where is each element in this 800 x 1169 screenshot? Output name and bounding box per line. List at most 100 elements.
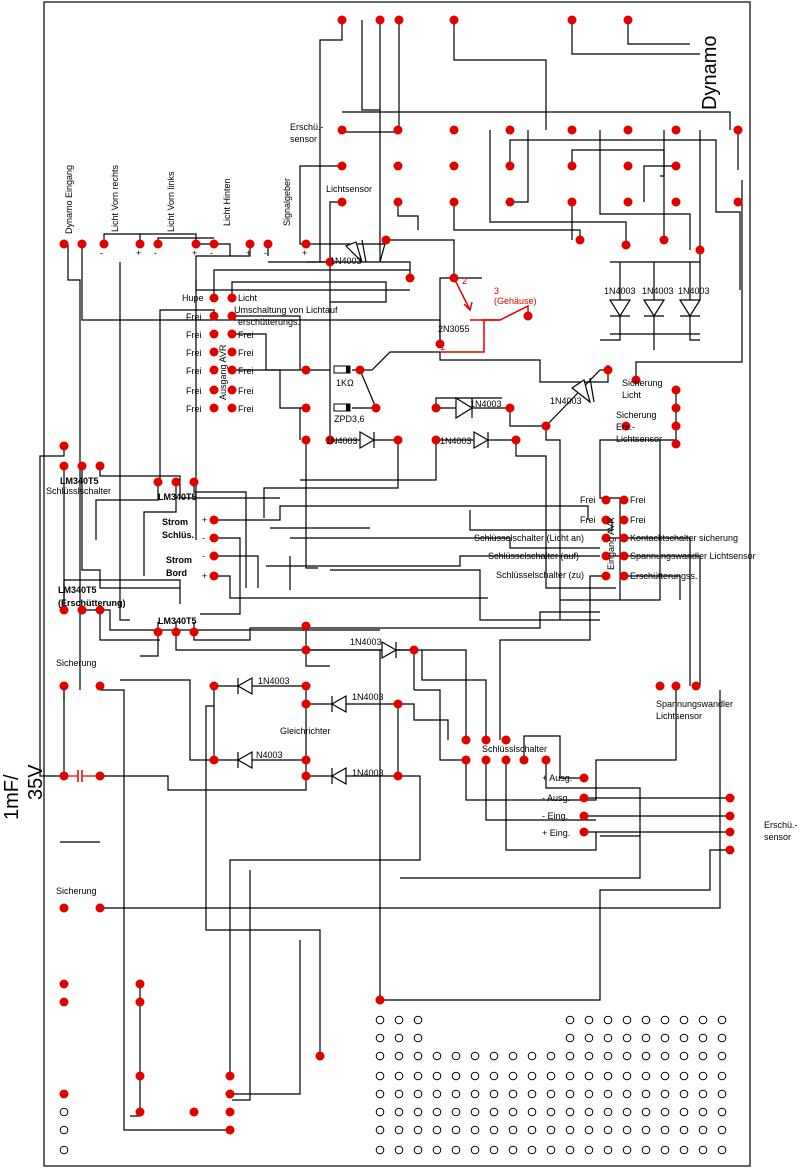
empty-hole [698, 1089, 708, 1099]
label-umschaltung-1: Umschaltung von Lichtauf [234, 305, 338, 315]
empty-hole [622, 1015, 632, 1025]
empty-hole [432, 1089, 442, 1099]
empty-hole [432, 1107, 442, 1117]
empty-hole [546, 1107, 556, 1117]
empty-hole [565, 1145, 575, 1155]
empty-hole [584, 1145, 594, 1155]
label-schl-zu: Schlüsselschalter (zu) [496, 570, 584, 580]
label-licht-vorn-rechts: Licht Vorn rechts [110, 164, 120, 232]
empty-hole [641, 1125, 651, 1135]
sign-minus-1: - [100, 248, 103, 258]
empty-hole [413, 1089, 423, 1099]
solder-pads [59, 15, 743, 1135]
label-sicherung-ers-1: Sicherung [616, 410, 657, 420]
empty-hole [489, 1051, 499, 1061]
label-frei-l1: Frei [186, 312, 202, 322]
empty-hole [451, 1145, 461, 1155]
empty-hole [432, 1125, 442, 1135]
empty-hole [698, 1145, 708, 1155]
empty-hole [394, 1033, 404, 1043]
label-minus-eing: - Eing. [542, 811, 568, 821]
empty-hole [641, 1015, 651, 1025]
empty-hole [660, 1145, 670, 1155]
label-1n4003-r1: 1N4003 [470, 399, 502, 409]
empty-hole [679, 1145, 689, 1155]
diode-bridge-3 [236, 750, 253, 770]
empty-hole [660, 1071, 670, 1081]
empty-hole [565, 1071, 575, 1081]
diode-bridge-2 [306, 694, 398, 714]
label-licht-hinten: Licht Hinten [222, 178, 232, 226]
empty-hole [375, 1125, 385, 1135]
empty-hole [641, 1145, 651, 1155]
empty-hole [527, 1089, 537, 1099]
empty-hole [470, 1107, 480, 1117]
label-frei-rb1: Frei [580, 495, 596, 505]
diode-1n4003-top [344, 239, 367, 263]
empty-hole [622, 1051, 632, 1061]
label-strom-schlues-2: Schlüs. [162, 530, 194, 540]
label-1n4003-c2: 1N4003 [642, 286, 674, 296]
label-frei-l6: Frei [186, 404, 202, 414]
empty-hole [375, 1089, 385, 1099]
empty-hole [584, 1051, 594, 1061]
empty-hole [489, 1107, 499, 1117]
empty-hole [375, 1107, 385, 1117]
empty-hole [413, 1071, 423, 1081]
sign-plus-1: + [136, 248, 141, 258]
label-1n4003-b1: 1N4003 [258, 676, 290, 686]
empty-hole [508, 1107, 518, 1117]
diode-1n4003-col1 [608, 299, 632, 318]
empty-hole [432, 1145, 442, 1155]
empty-hole [394, 1145, 404, 1155]
label-spannungswandler-2: Lichtsensor [656, 711, 702, 721]
empty-hole [679, 1125, 689, 1135]
label-pin3: 3 [494, 286, 499, 296]
label-2n3055: 2N3055 [438, 324, 470, 334]
empty-hole [451, 1125, 461, 1135]
empty-hole [59, 1145, 69, 1155]
label-pin1: 1 [440, 342, 445, 352]
empty-hole [603, 1125, 613, 1135]
sign-minus-4: - [264, 248, 267, 258]
empty-hole [489, 1145, 499, 1155]
empty-hole [470, 1051, 480, 1061]
label-lm340-3b: (Erschütterung) [58, 598, 126, 608]
label-eingang-avr: Eingang AVR [606, 517, 616, 570]
empty-hole [375, 1145, 385, 1155]
empty-hole [679, 1015, 689, 1025]
empty-hole [413, 1033, 423, 1043]
empty-hole [660, 1107, 670, 1117]
empty-hole [565, 1051, 575, 1061]
label-sicherung-ers-2: Ers.- [616, 422, 635, 432]
empty-hole [565, 1033, 575, 1043]
empty-hole [413, 1107, 423, 1117]
empty-hole [546, 1125, 556, 1135]
label-1n4003-r2b: 1N4003 [440, 436, 472, 446]
label-strom-bord-1: Strom [166, 555, 192, 565]
label-frei-r6: Frei [238, 404, 254, 414]
empty-hole [451, 1051, 461, 1061]
empty-hole [641, 1051, 651, 1061]
empty-hole [394, 1125, 404, 1135]
label-schl-auf: Schlüsselschalter (auf) [488, 551, 579, 561]
empty-hole [432, 1051, 442, 1061]
resistor-1k-band [346, 366, 350, 373]
sign-plus-2: + [192, 248, 197, 258]
label-gehaeuse: (Gehäuse) [494, 296, 537, 306]
labels: Dynamo 1mF/ 35V Dynamo Eingang Licht Vor… [1, 36, 798, 896]
empty-hole [622, 1145, 632, 1155]
empty-hole [660, 1015, 670, 1025]
label-licht-vorn-links: Licht Vorn links [166, 171, 176, 232]
label-plus-eing: + Eing. [542, 828, 570, 838]
empty-hole [698, 1071, 708, 1081]
empty-hole [622, 1107, 632, 1117]
empty-hole [375, 1015, 385, 1025]
empty-hole [508, 1051, 518, 1061]
label-erschuetterungss: Erschütterungss. [630, 571, 698, 581]
empty-hole [413, 1015, 423, 1025]
label-erschue-top-1: Erschü.- [290, 122, 324, 132]
label-pin2: 2 [462, 276, 467, 286]
empty-hole [679, 1051, 689, 1061]
